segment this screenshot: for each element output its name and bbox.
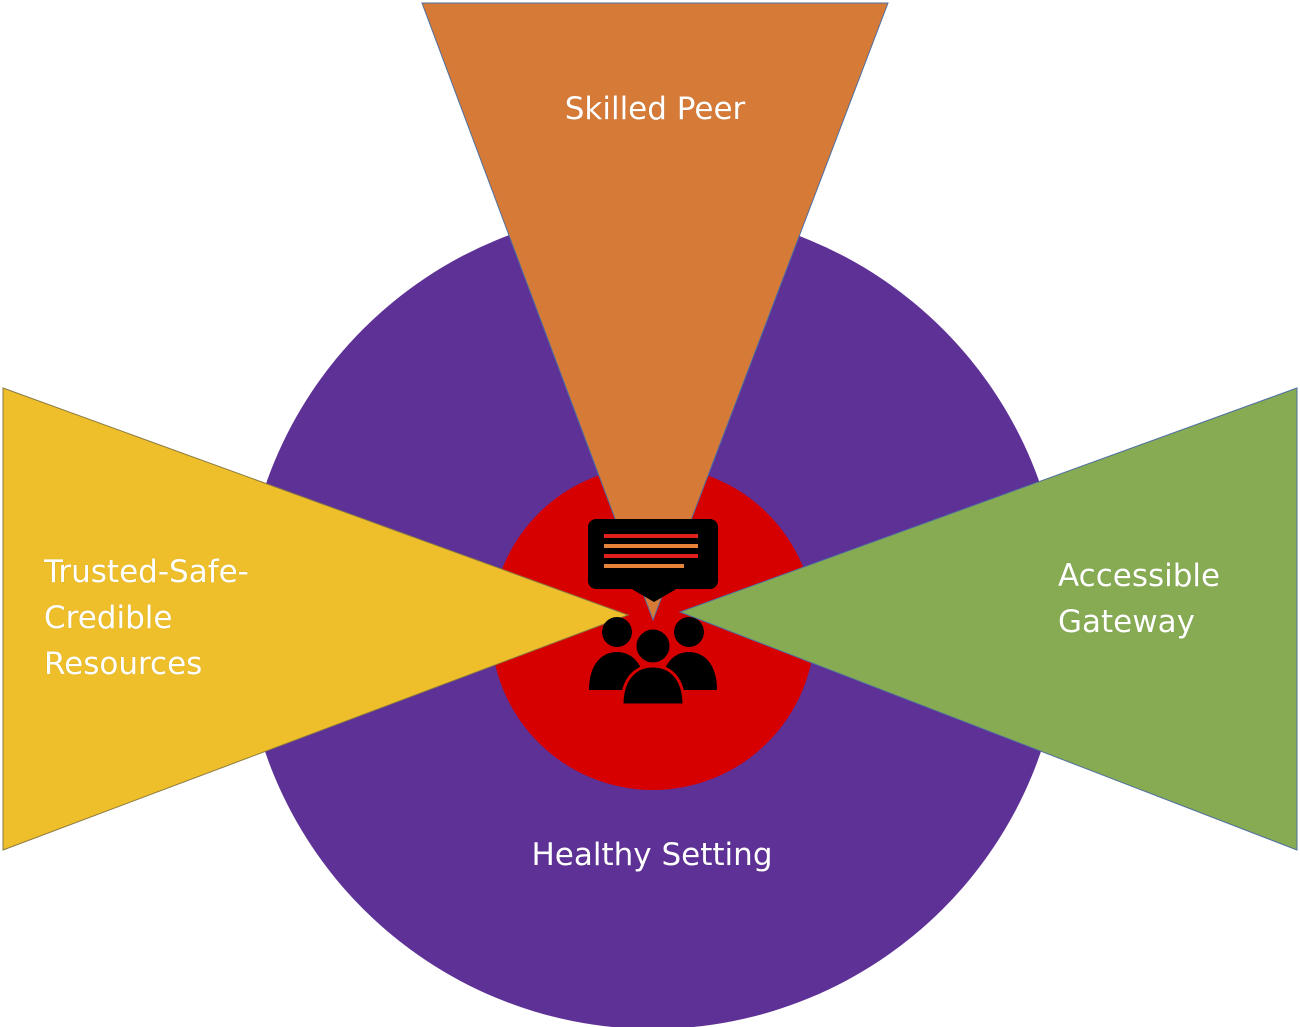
skilled-peer-label: Skilled Peer <box>520 86 790 132</box>
person-left-head <box>602 617 632 647</box>
bubble-line-2 <box>604 544 698 548</box>
right-label-line-1: Accessible <box>1058 558 1221 594</box>
left-label-line-2: Credible <box>44 600 173 636</box>
trusted-safe-credible-resources-label: Trusted-Safe- Credible Resources <box>44 549 249 687</box>
people-with-speech-bubble-icon <box>588 519 718 707</box>
person-center-body <box>620 664 686 707</box>
skilled-peer-wedge <box>421 2 889 622</box>
accessible-gateway-label: Accessible Gateway <box>1058 553 1220 645</box>
accessible-gateway-wedge <box>678 387 1298 851</box>
bubble-line-1 <box>604 534 698 538</box>
speech-bubble-tail <box>630 588 678 602</box>
healthy-setting-label: Healthy Setting <box>492 832 812 878</box>
bubble-line-4 <box>604 564 684 568</box>
bubble-line-3 <box>604 554 698 558</box>
left-label-line-1: Trusted-Safe- <box>44 554 249 590</box>
healthy-setting-label-text: Healthy Setting <box>531 837 773 873</box>
skilled-peer-label-text: Skilled Peer <box>564 91 746 127</box>
trusted-safe-credible-resources-wedge <box>2 387 630 851</box>
right-label-line-2: Gateway <box>1058 604 1195 640</box>
person-center-head <box>633 626 673 666</box>
left-label-line-3: Resources <box>44 646 203 682</box>
person-right-head <box>674 617 704 647</box>
